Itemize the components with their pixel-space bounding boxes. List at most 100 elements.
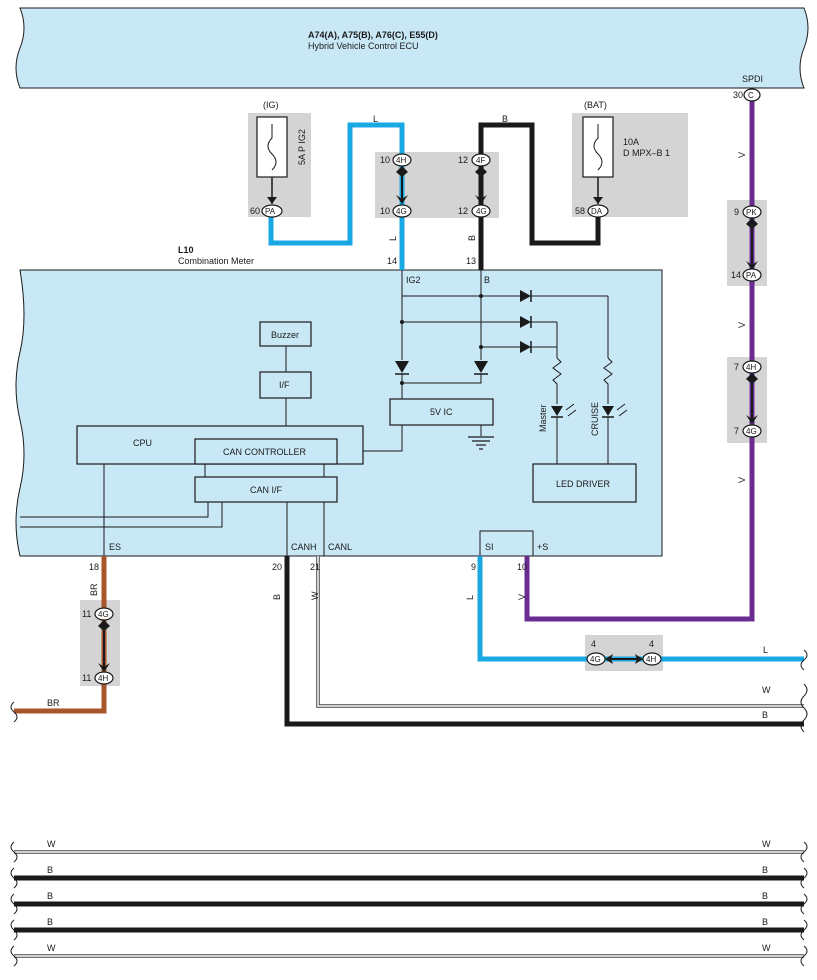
jbr-chevron-up bbox=[98, 620, 110, 631]
bundle-label-w-1-right: W bbox=[762, 839, 771, 849]
ecu-pin-connector-label: C bbox=[748, 91, 754, 100]
fuse-ig-connector-label: PA bbox=[265, 207, 276, 216]
meter-canh-label: CANH bbox=[291, 542, 317, 552]
fuse-ig-arrow bbox=[267, 197, 277, 204]
left-bus-2 bbox=[20, 502, 223, 528]
can-if-box bbox=[194, 476, 338, 503]
if-label: I/F bbox=[279, 380, 290, 390]
j4h-upper-pin: 7 bbox=[734, 362, 739, 372]
node-ig2-merge bbox=[400, 381, 404, 385]
meter-pin-ig2-label: IG2 bbox=[406, 275, 421, 285]
jt-right-chevron-down bbox=[475, 195, 487, 204]
wire-l-si bbox=[477, 556, 804, 662]
led-diode-1 bbox=[520, 290, 531, 302]
jt-left-lower-conn-label: 4G bbox=[396, 207, 407, 216]
bundle-label-b-2-left: B bbox=[47, 891, 53, 901]
wire-label-b-right: B bbox=[762, 710, 768, 720]
jl-chevron-right bbox=[635, 654, 643, 664]
break-mark-left-br bbox=[10, 701, 18, 723]
break-marks-right bbox=[800, 649, 808, 733]
meter-pin-ig2-num: 14 bbox=[387, 256, 397, 266]
bundle-label-w-1-left: W bbox=[47, 839, 56, 849]
fuse-bat-element bbox=[593, 124, 603, 171]
wire-label-b-canh: B bbox=[272, 594, 282, 600]
j4h-lower-pin: 7 bbox=[734, 426, 739, 436]
buzzer-box bbox=[259, 321, 312, 347]
jt-right-lower-conn-label: 4G bbox=[476, 207, 487, 216]
led-cruise-rays bbox=[616, 403, 628, 417]
j4h-lower-conn-label: 4G bbox=[746, 427, 757, 436]
jl-right-conn-label: 4H bbox=[646, 655, 656, 664]
wire-label-w-canl: W bbox=[310, 591, 320, 600]
bundle-label-b-2-right: B bbox=[762, 891, 768, 901]
j4h-chevron-down bbox=[746, 415, 758, 424]
fuse-bat-connector-label: DA bbox=[591, 207, 603, 216]
jpk-lower-pin: 14 bbox=[731, 270, 741, 280]
ecu-title: A74(A), A75(B), A76(C), E55(D) bbox=[308, 30, 438, 40]
jt-right-lower-pin: 12 bbox=[458, 206, 468, 216]
ground-symbol bbox=[468, 436, 494, 450]
bundle-label-b-3-left: B bbox=[47, 917, 53, 927]
cpu-label: CPU bbox=[133, 438, 152, 448]
jt-left-chevron-down bbox=[396, 195, 408, 204]
meter-es-label: ES bbox=[109, 542, 121, 552]
j4h-upper-conn-label: 4H bbox=[746, 363, 756, 372]
wire-label-v-3: V bbox=[737, 477, 747, 483]
wire-label-l-side: L bbox=[388, 236, 398, 241]
resistor-master bbox=[552, 357, 562, 404]
wire-b-bat bbox=[478, 122, 601, 270]
wire-w-canl bbox=[316, 556, 804, 708]
wire-b-canh bbox=[284, 556, 804, 727]
bottom-bundle bbox=[14, 850, 804, 958]
bundle-label-b-1-right: B bbox=[762, 865, 768, 875]
jpk-lower-conn bbox=[742, 268, 762, 282]
jpk-chevron-up bbox=[746, 218, 758, 229]
ecu-pin-label: SPDI bbox=[742, 74, 763, 84]
meter-pin-b-num: 13 bbox=[466, 256, 476, 266]
ic5v-to-cpu bbox=[363, 425, 403, 452]
jt-right-upper-conn-label: 4F bbox=[476, 156, 485, 165]
led-driver-box bbox=[532, 463, 637, 503]
wire-label-br-side: BR bbox=[89, 583, 99, 596]
fuse-ig-label: (IG) bbox=[263, 100, 279, 110]
meter-es-num: 18 bbox=[89, 562, 99, 572]
jl-left-conn-label: 4G bbox=[590, 655, 601, 664]
jt-left-upper-pin: 10 bbox=[380, 155, 390, 165]
jt-right-upper-pin: 12 bbox=[458, 155, 468, 165]
wire-label-l-right: L bbox=[763, 645, 768, 655]
node-b bbox=[479, 345, 483, 349]
fuse-ig-element bbox=[267, 124, 277, 171]
can-if-label: CAN I/F bbox=[250, 485, 283, 495]
jt-left-upper-conn-label: 4H bbox=[396, 156, 406, 165]
diodes-merge bbox=[401, 374, 482, 384]
can-controller-box bbox=[194, 438, 338, 465]
wire-v-spdi bbox=[524, 100, 755, 622]
ic5v-label: 5V IC bbox=[430, 407, 453, 417]
jl-chevron-left bbox=[605, 654, 613, 664]
bundle-break-marks bbox=[10, 841, 808, 967]
jt-right-chevron-up bbox=[475, 166, 487, 177]
ecu-pin-number: 30 bbox=[733, 90, 743, 100]
jt-left-chevron-up bbox=[396, 166, 408, 177]
ecu-subtitle: Hybrid Vehicle Control ECU bbox=[308, 41, 419, 51]
meter-name: Combination Meter bbox=[178, 256, 254, 266]
fuse-bat-pin-number: 58 bbox=[575, 206, 585, 216]
fuse-ig-pin-number: 60 bbox=[250, 206, 260, 216]
ic5v-box bbox=[389, 398, 494, 426]
wire-label-l-top: L bbox=[373, 114, 378, 124]
meter-canh-num: 20 bbox=[272, 562, 282, 572]
wire-label-v-2: V bbox=[737, 322, 747, 328]
meter-pin-b-label: B bbox=[484, 275, 490, 285]
jpk-upper-conn-label: PK bbox=[746, 208, 757, 217]
wire-label-v-1: V bbox=[737, 152, 747, 158]
jl-left-pin: 4 bbox=[591, 639, 596, 649]
bundle-label-w-2-left: W bbox=[47, 943, 56, 953]
fuse-bat-label: (BAT) bbox=[584, 100, 607, 110]
diode-ig2 bbox=[395, 361, 409, 373]
bundle-label-w-2-right: W bbox=[762, 943, 771, 953]
meter-canl-num: 21 bbox=[310, 562, 320, 572]
jbr-upper-conn-label: 4G bbox=[98, 610, 109, 619]
led-master bbox=[551, 406, 563, 416]
jpk-lower-conn-label: PA bbox=[746, 271, 757, 280]
